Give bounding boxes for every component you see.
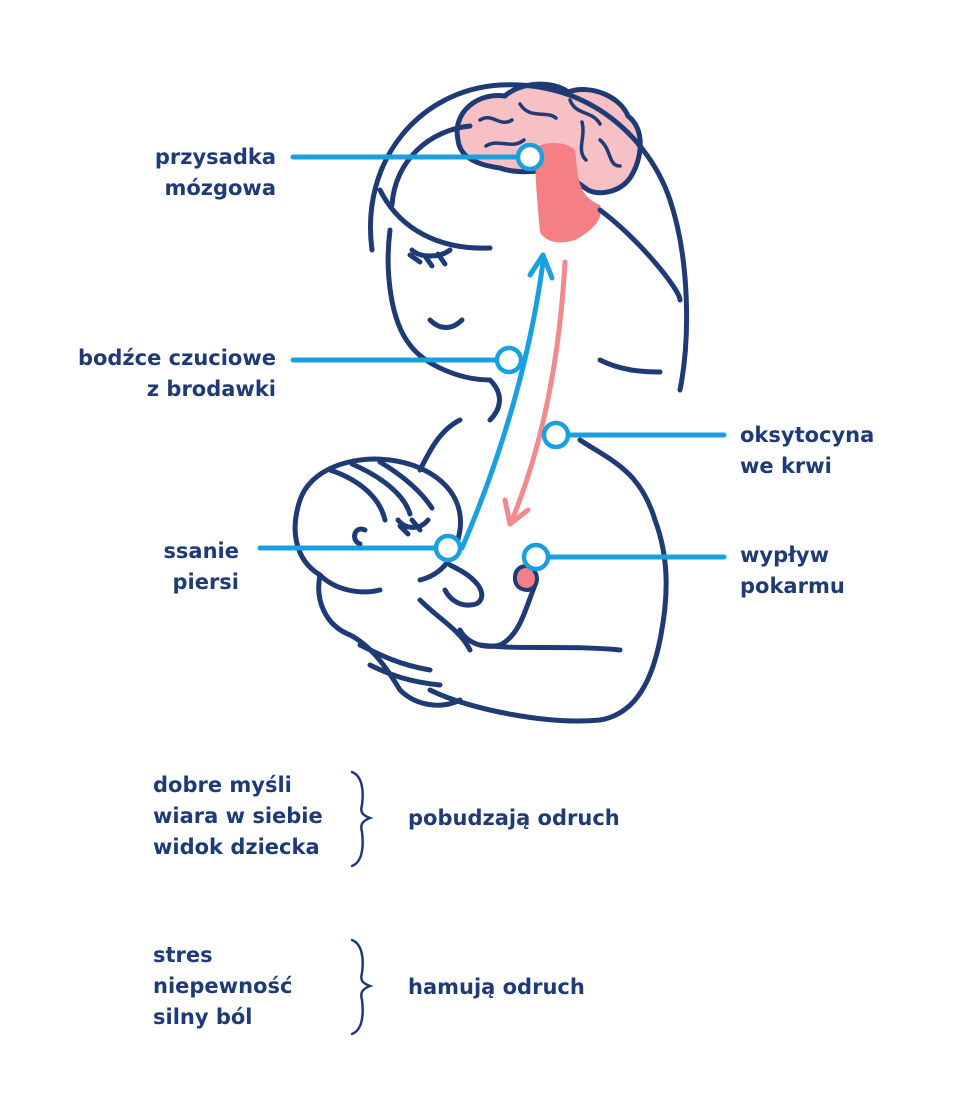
brace-positive — [350, 770, 374, 868]
node-nipple-stimuli — [494, 345, 524, 375]
label-pituitary: przysadka mózgowa — [154, 145, 276, 200]
label-suckling: ssanie piersi — [163, 539, 239, 594]
negative-effect: hamują odruch — [408, 975, 585, 999]
positive-factors-list: dobre myśli wiara w siebie widok dziecka — [153, 773, 323, 859]
mother-figure-icon — [368, 82, 690, 724]
brace-negative — [350, 938, 374, 1036]
baby-figure-icon — [292, 456, 485, 708]
node-pituitary — [515, 142, 545, 172]
negative-factors-list: stres niepewność silny ból — [153, 943, 293, 1029]
node-suckling — [433, 533, 463, 563]
positive-effect: pobudzają odruch — [408, 806, 620, 830]
pituitary-region — [535, 142, 601, 243]
brain-icon — [454, 81, 643, 243]
label-oxytocin: oksytocyna we krwi — [740, 423, 875, 478]
label-nipple-stimuli: bodźce czuciowe z brodawki — [77, 346, 276, 401]
label-milk-flow: wypływ pokarmu — [740, 543, 845, 598]
node-oxytocin — [541, 420, 571, 450]
node-milk-flow — [521, 542, 551, 572]
sensory-signal-arrow — [459, 252, 555, 551]
oxytocin-arrow — [502, 259, 568, 527]
